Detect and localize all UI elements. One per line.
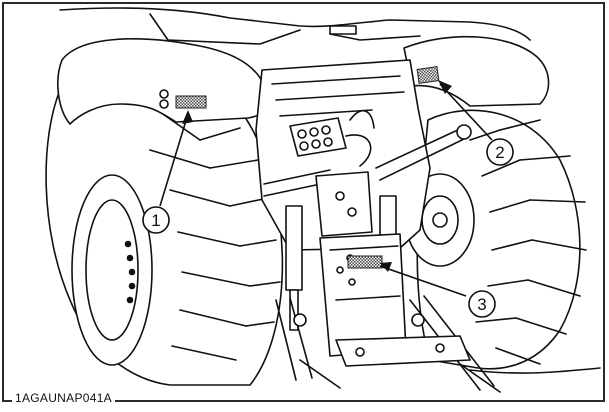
lift-rod-left [285,205,303,291]
drawbar [335,335,471,367]
cab-roof [59,7,531,41]
callout-1: 1 [142,206,170,234]
top-link-bracket [315,171,373,237]
callout-3: 3 [468,290,496,318]
label-right-fender [416,66,440,84]
right-tire-outline [416,109,581,370]
callout-2-number: 2 [495,143,504,162]
figure-code: 1AGAUNAP041A [12,392,115,405]
callout-1-number: 1 [151,211,160,230]
callout-3-number: 3 [477,295,486,314]
right-fender [403,35,550,107]
left-fender [57,38,270,125]
lower-link-left [275,297,313,381]
label-left-fender [175,95,207,109]
warning-labels [175,66,440,269]
cab-vent [329,25,357,35]
label-drawbar-bracket [347,255,383,269]
rear-window-frame [149,13,301,45]
left-wheel-rim [71,174,153,366]
callout-2: 2 [486,138,514,166]
leader-lines [159,83,493,297]
lift-arm-right [375,127,467,181]
hydraulic-valves [289,117,347,157]
